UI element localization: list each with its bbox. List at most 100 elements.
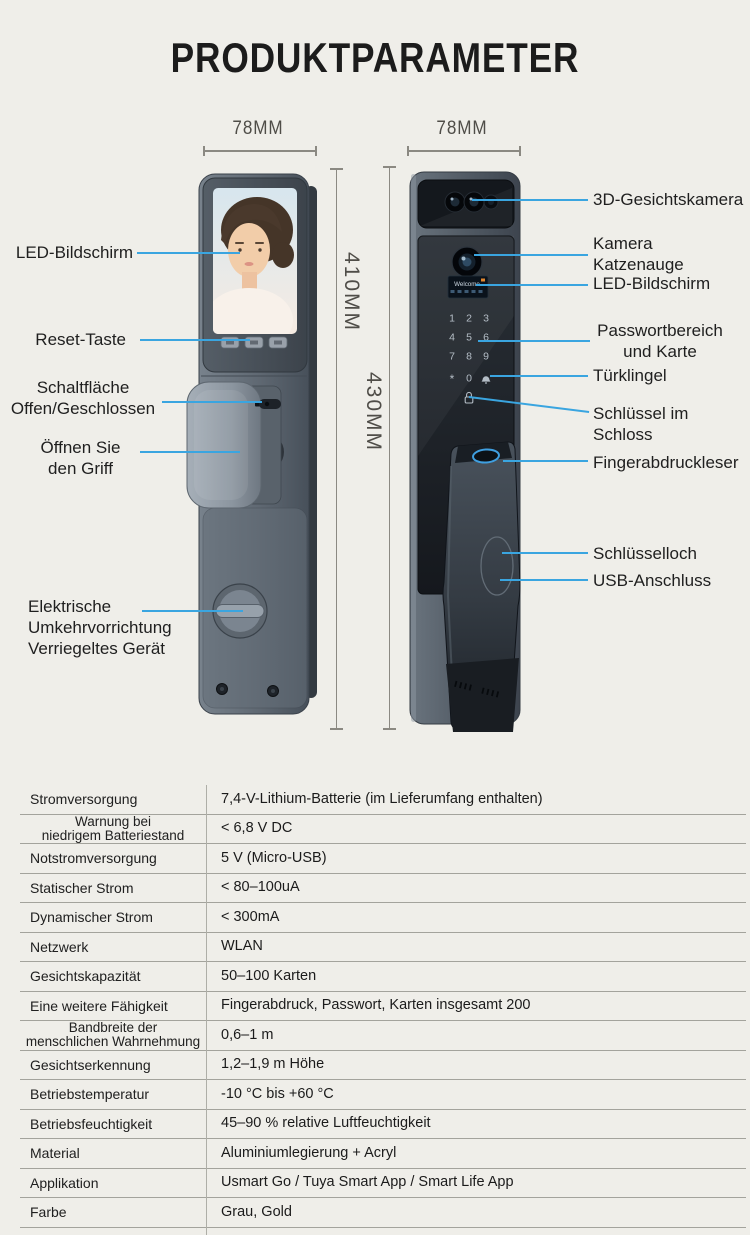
spec-row: Bandbreite der menschlichen Wahrnehmung 0… [20, 1021, 746, 1051]
spec-label: Eine weitere Fähigkeit [30, 997, 168, 1014]
handle-base [446, 658, 519, 732]
spec-table-divider [206, 785, 207, 1235]
key-8: 8 [466, 351, 472, 363]
spec-value: Fingerabdruck, Passwort, Karten insgesam… [221, 997, 531, 1014]
spec-label: Warnung bei niedrigem Batteriestand [41, 813, 185, 843]
spec-label: Stromversorgung [30, 791, 138, 808]
spec-row: Material Aluminiumlegierung + Acryl [20, 1139, 746, 1169]
spec-value: Grau, Gold [221, 1203, 292, 1220]
spec-value: 1,2–1,9 m Höhe [221, 1056, 325, 1073]
spec-value: Aluminiumlegierung + Acryl [221, 1144, 397, 1161]
spec-label: Betriebstemperatur [30, 1086, 150, 1103]
callout-line-open-close-switch [162, 401, 262, 403]
spec-value: Usmart Go / Tuya Smart App / Smart Life … [221, 1174, 514, 1191]
label-open-handle: Öffnen Sie den Griff [40, 438, 121, 478]
label-key-in-lock: Schlüssel im Schloss [593, 404, 689, 444]
spec-label: Applikation [30, 1174, 99, 1191]
callout-line-led-screen-right [476, 284, 588, 286]
keyhole-usb-cover [480, 536, 514, 596]
led-screen-text: Welcome [454, 281, 480, 288]
label-led-screen-left: LED-Bildschirm [15, 243, 133, 262]
label-open-close-switch: Schaltfläche Offen/Geschlossen [10, 378, 156, 418]
spec-label: Dynamischer Strom [30, 909, 153, 926]
callout-line-reverse-lock [142, 610, 243, 612]
spec-value: -10 °C bis +60 °C [221, 1085, 334, 1102]
doorbell-icon [481, 376, 491, 384]
password-keypad: 1 2 3 4 5 6 7 8 9 * 0 [449, 313, 491, 404]
callout-line-usb [500, 579, 588, 581]
body-edge-highlight [411, 174, 416, 722]
speaker-slots [454, 680, 500, 698]
callout-line-reset [140, 339, 250, 341]
spec-row: Gesichtskapazität 50–100 Karten [20, 962, 746, 992]
callout-line-fingerprint [503, 460, 588, 462]
grip-highlight [194, 390, 248, 500]
spec-label: Netzwerk [30, 938, 89, 955]
back-height-ruler [383, 166, 396, 730]
key-1: 1 [449, 313, 455, 325]
front-width-dimension-label: 78MM [232, 118, 284, 139]
spec-value: 45–90 % relative Luftfeuchtigkeit [221, 1115, 431, 1132]
label-keyhole: Schlüsselloch [593, 544, 697, 563]
spec-label: Bandbreite der menschlichen Wahrnehmung [25, 1020, 201, 1050]
key-star: * [450, 372, 455, 386]
callout-line-face-camera [472, 199, 588, 201]
key-2: 2 [466, 313, 472, 325]
spec-value: < 6,8 V DC [221, 820, 293, 837]
label-reset-button: Reset-Taste [35, 330, 126, 349]
key-3: 3 [483, 313, 489, 325]
spec-value: < 80–100uA [221, 879, 300, 896]
key-7: 7 [449, 351, 455, 363]
spec-row: Applikation Usmart Go / Tuya Smart App / … [20, 1169, 746, 1198]
fingerprint-reader [472, 448, 500, 464]
spec-label: Notstromversorgung [30, 850, 157, 867]
callout-line-handle [140, 451, 240, 453]
reset-buttons [220, 336, 288, 349]
smart-lock-outdoor-illustration: Welcome 1 2 3 4 5 6 7 8 9 * 0 [409, 171, 521, 732]
spec-value: 50–100 Karten [221, 967, 317, 984]
callout-line-password-area [478, 340, 590, 342]
led-display-portrait [213, 188, 297, 334]
spec-row: Eine weitere Fähigkeit Fingerabdruck, Pas… [20, 992, 746, 1021]
callout-line-peephole [474, 254, 588, 256]
spec-label: Statischer Strom [30, 879, 134, 896]
switch-dot [264, 401, 270, 407]
key-4: 4 [449, 332, 455, 344]
spec-value: 0,6–1 m [221, 1026, 274, 1043]
key-5: 5 [466, 332, 472, 344]
label-electric-reverse-lock: Elektrische Umkehrvorrichtung Verriegelt… [28, 597, 172, 658]
spec-value: WLAN [221, 938, 263, 955]
spec-row: Notstromversorgung 5 V (Micro-USB) [20, 844, 746, 874]
front-height-ruler [330, 168, 343, 730]
callout-line-led-screen-left [137, 252, 240, 254]
front-height-dimension-label: 410MM [340, 252, 363, 333]
front-width-ruler [203, 146, 317, 156]
spec-row: Netzwerk WLAN [20, 933, 746, 962]
spec-row: Betriebstemperatur -10 °C bis +60 °C [20, 1080, 746, 1110]
door-handle-grip [186, 381, 262, 509]
back-width-dimension-label: 78MM [436, 118, 488, 139]
key-9: 9 [483, 351, 489, 363]
callout-line-doorbell [490, 375, 588, 377]
spec-value: 5 V (Micro-USB) [221, 849, 327, 866]
spec-label: Gesichtskapazität [30, 968, 141, 985]
spec-label: Farbe [30, 1204, 67, 1221]
spec-label: Material [30, 1145, 80, 1162]
label-fingerprint-reader: Fingerabdruckleser [593, 453, 739, 472]
peephole-camera [451, 246, 483, 278]
face-camera-module [417, 179, 515, 229]
smart-lock-indoor-illustration [186, 173, 317, 715]
label-3d-face-camera: 3D-Gesichtskamera [593, 190, 744, 209]
open-close-switch [259, 399, 281, 409]
label-peephole-camera: Kamera Katzenauge [593, 234, 684, 274]
key-6: 6 [483, 332, 489, 344]
spec-row: Warnung bei niedrigem Batteriestand < 6,8… [20, 813, 746, 844]
spec-row: Dynamischer Strom< 300mA [20, 903, 746, 933]
callout-line-keyhole [502, 552, 588, 554]
label-usb-port: USB-Anschluss [593, 571, 712, 590]
